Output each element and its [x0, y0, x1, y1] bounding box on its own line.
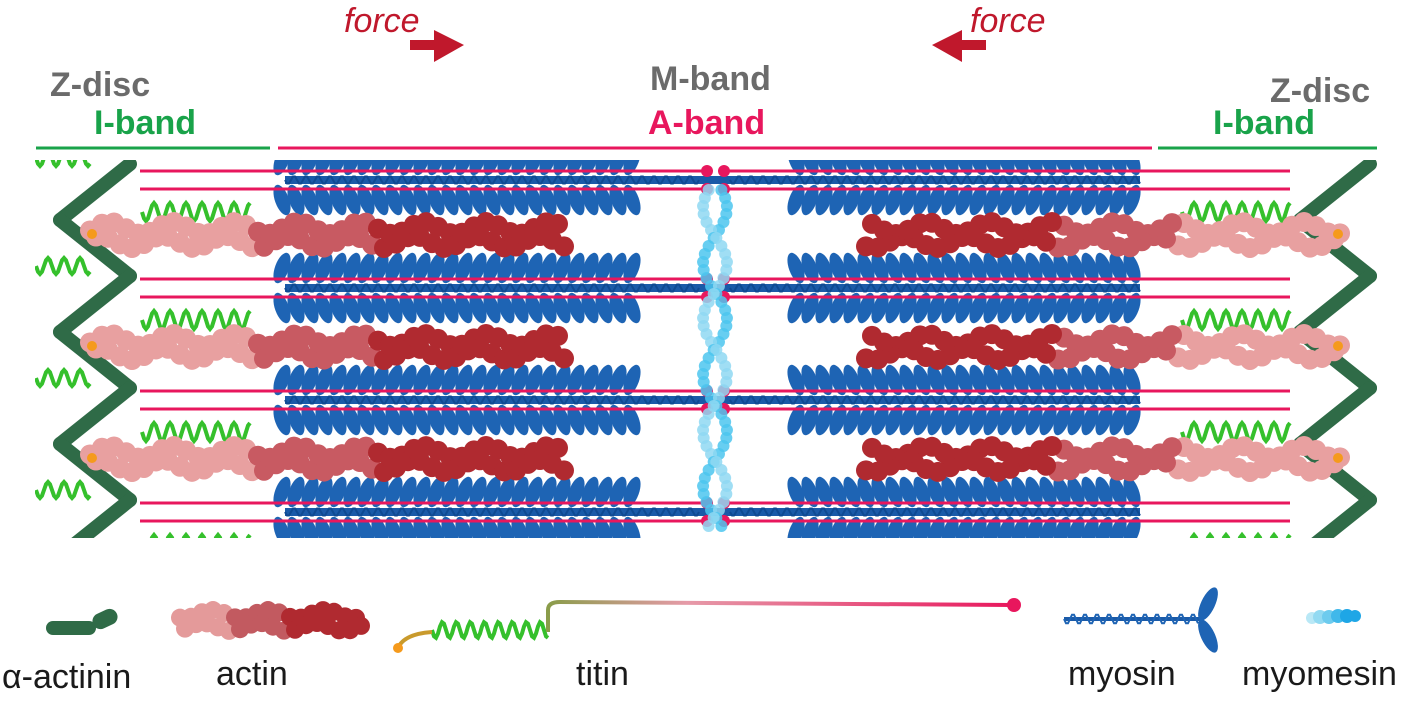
i-band-label-right: I-band: [1213, 104, 1315, 142]
sarcomere-lattice: [35, 160, 1377, 538]
myomesin-m-band: [697, 184, 733, 532]
actin-filaments: [80, 212, 1350, 482]
i-band-label-left: I-band: [94, 104, 196, 142]
a-band-label: A-band: [648, 104, 766, 142]
force-arrow-left-icon: [932, 30, 986, 62]
myosin-legend-icon: [1063, 587, 1218, 653]
z-disc-left-lattice: [53, 160, 137, 538]
z-disc-label-right: Z-disc: [1270, 72, 1371, 110]
myomesin-legend-icon: [1306, 609, 1361, 624]
m-band-label: M-band: [650, 60, 771, 98]
z-disc-label-left: Z-disc: [50, 66, 151, 104]
force-label-left: force: [344, 2, 420, 40]
legend-alpha-actinin: α-actinin: [2, 658, 132, 696]
force-label-right: force: [970, 2, 1046, 40]
titin-legend-icon: [393, 598, 1021, 653]
legend-actin: actin: [216, 655, 288, 693]
alpha-actinin-legend-icon: [46, 608, 118, 635]
myosin-heads: [273, 160, 1141, 538]
legend-myosin: myosin: [1068, 655, 1176, 693]
legend-myomesin: myomesin: [1242, 655, 1397, 693]
legend-titin: titin: [576, 655, 629, 693]
force-arrow-right-icon: [410, 30, 464, 62]
actin-legend-icon: [171, 601, 370, 640]
